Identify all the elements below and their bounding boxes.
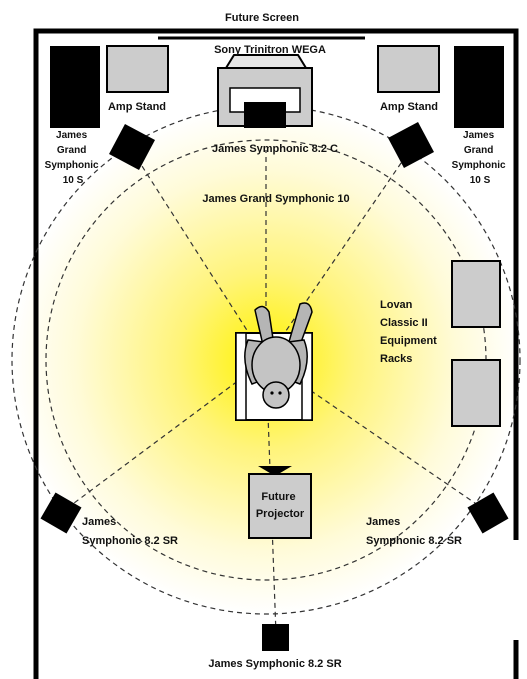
center-speaker-label: James Symphonic 8.2 C bbox=[212, 143, 338, 155]
tv-label: Sony Trinitron WEGA bbox=[214, 44, 326, 56]
racks-label: Lovan Classic II Equipment Racks bbox=[380, 299, 440, 365]
left-amp-stand bbox=[106, 45, 169, 93]
equipment-rack-lower bbox=[451, 359, 501, 427]
front-speakers-label: James Grand Symphonic 10 bbox=[202, 193, 349, 205]
right-amp-stand bbox=[377, 45, 440, 93]
equipment-rack-upper bbox=[451, 260, 501, 328]
surround-left-speaker bbox=[40, 492, 82, 534]
room-walls bbox=[33, 28, 519, 679]
rear-speaker-label: James Symphonic 8.2 SR bbox=[208, 658, 341, 670]
future-screen-label: Future Screen bbox=[225, 12, 299, 24]
right-subwoofer bbox=[454, 46, 504, 128]
rear-speaker bbox=[262, 624, 289, 651]
listening-chair bbox=[235, 302, 313, 421]
amp-stand-right-label: Amp Stand bbox=[380, 101, 438, 113]
front-left-speaker bbox=[109, 124, 155, 170]
surround-right-speaker bbox=[467, 492, 509, 534]
sub-right-label: James Grand Symphonic 10 S bbox=[452, 130, 509, 186]
surround-right-label: James Symphonic 8.2 SR bbox=[366, 516, 462, 547]
sub-left-label: James Grand Symphonic 10 S bbox=[45, 130, 102, 186]
projector-label: Future Projector bbox=[256, 491, 305, 520]
projector-lens bbox=[258, 466, 292, 476]
tv bbox=[217, 54, 313, 128]
surround-left-label: James Symphonic 8.2 SR bbox=[82, 516, 178, 547]
amp-stand-left-label: Amp Stand bbox=[108, 101, 166, 113]
left-subwoofer bbox=[50, 46, 100, 128]
projector-box bbox=[248, 473, 312, 539]
front-right-speaker bbox=[388, 122, 434, 168]
